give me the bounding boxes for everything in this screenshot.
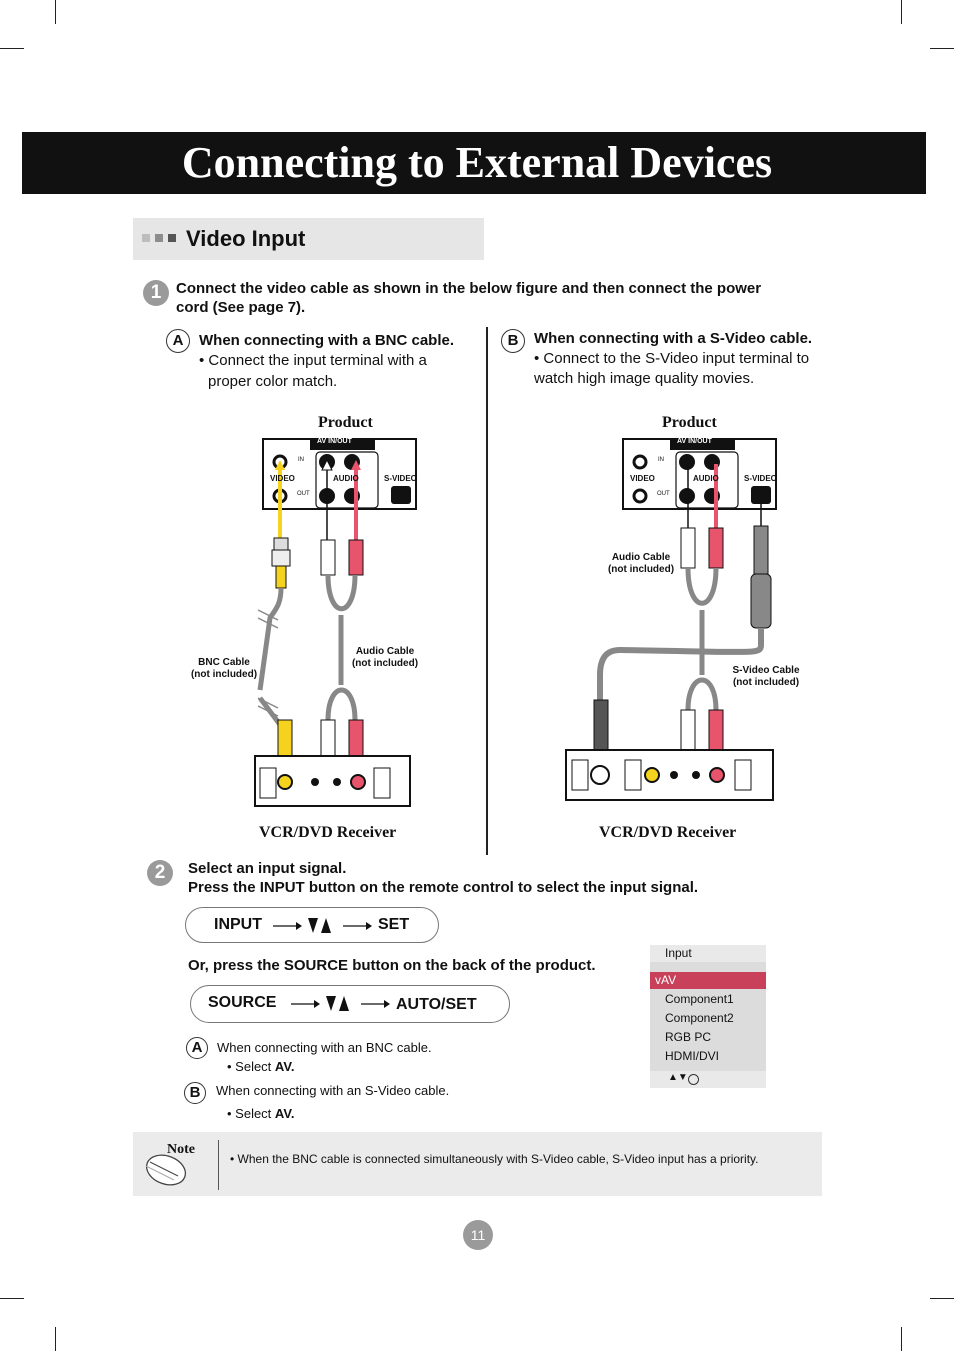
crop-mark [930, 1298, 954, 1299]
nav-arrows-icon: ▲▼ [668, 1072, 688, 1083]
receiver-label-b: VCR/DVD Receiver [599, 824, 737, 841]
option-b-heading: When connecting with a S-Video cable. [534, 330, 813, 347]
s-video-jack [391, 486, 411, 504]
bnc-connection-diagram [254, 438, 417, 807]
video-label-b: VIDEO [630, 474, 655, 483]
menu-item[interactable]: Component1 [665, 992, 734, 1006]
step-number-1: 1 [143, 280, 169, 306]
svideo-cable-line1: S-Video Cable [732, 665, 800, 676]
audio-cable-line1: Audio Cable [611, 552, 671, 563]
audio-cable-line2: (not included) [607, 564, 675, 575]
step2-option-b-select: • Select AV. [227, 1106, 294, 1121]
audio-cable-line2: (not included) [351, 658, 419, 669]
input-key-label: INPUT [214, 916, 262, 933]
input-arrows-icon [273, 918, 372, 933]
source-instruction: Or, press the SOURCE button on the back … [188, 957, 596, 974]
video-label-a: VIDEO [270, 474, 295, 483]
bnc-cable-line2: (not included) [190, 669, 258, 680]
product-label-b: Product [662, 414, 717, 431]
note-label: Note [167, 1142, 195, 1157]
step2-line2: Press the INPUT button on the remote con… [188, 879, 699, 896]
step2-option-a-select: • Select AV. [227, 1059, 294, 1074]
autoset-key-label: AUTO/SET [396, 996, 477, 1013]
svideo-label-a: S-VIDEO [384, 474, 417, 483]
menu-item[interactable]: HDMI/DVI [665, 1049, 719, 1063]
select-button-icon [688, 1074, 699, 1085]
square-bullet-icon [168, 234, 176, 242]
step1-line1: Connect the video cable as shown in the … [176, 280, 762, 297]
title-bar [22, 132, 926, 194]
crop-mark [0, 48, 24, 49]
square-bullet-icon [155, 234, 163, 242]
page-number: 11 [463, 1220, 493, 1250]
source-arrows-icon [291, 996, 390, 1011]
panel-header-a: AV IN/OUT [317, 438, 352, 445]
audio-cable-line1: Audio Cable [355, 646, 415, 657]
bnc-cable-label: BNC Cable (not included) [186, 657, 262, 681]
svideo-connection-diagram [565, 438, 777, 801]
menu-title: Input [650, 945, 766, 962]
menu-footer: ▲▼ [650, 1071, 766, 1088]
svideo-cable-label: S-Video Cable (not included) [724, 665, 808, 689]
receiver-label-a: VCR/DVD Receiver [259, 824, 397, 841]
step2-option-a-badge: A [186, 1037, 208, 1059]
mouse-icon [145, 1154, 187, 1186]
square-bullet-icon [142, 234, 150, 242]
section-header-bar [133, 218, 484, 260]
audio-label-a: AUDIO [333, 474, 359, 483]
note-text: • When the BNC cable is connected simult… [230, 1152, 759, 1166]
panel-header-b: AV IN/OUT [677, 438, 712, 445]
set-key-label: SET [378, 916, 410, 933]
input-osd-menu: Input vAV Component1 Component2 RGB PC H… [650, 945, 766, 1088]
chevron-down-icon: v [655, 973, 661, 987]
crop-mark [55, 0, 56, 24]
option-a-badge: A [166, 329, 190, 353]
crop-mark [901, 1327, 902, 1351]
in-label-a: IN [298, 457, 304, 463]
column-divider [486, 327, 488, 855]
select-prefix: • Select [227, 1106, 272, 1121]
audio-label-b: AUDIO [693, 474, 719, 483]
step2-line1: Select an input signal. [188, 860, 347, 877]
bnc-cable-line1: BNC Cable [198, 657, 250, 668]
section-title: Video Input [186, 226, 306, 251]
source-sequence-pill [190, 985, 510, 1023]
option-b-line1: • Connect to the S-Video input terminal … [534, 350, 810, 367]
step2-option-b-text: When connecting with an S-Video cable. [216, 1083, 450, 1098]
option-b-badge: B [501, 329, 525, 353]
out-label-b: OUT [657, 491, 670, 497]
select-value: AV. [274, 1059, 295, 1074]
note-divider [218, 1140, 219, 1190]
crop-mark [930, 48, 954, 49]
crop-mark [0, 1298, 24, 1299]
menu-item-label: AV [661, 973, 677, 987]
option-a-heading: When connecting with a BNC cable. [199, 332, 455, 349]
svideo-label-b: S-VIDEO [744, 474, 777, 483]
select-value: AV. [274, 1106, 295, 1121]
select-prefix: • Select [227, 1059, 272, 1074]
note-box [133, 1132, 822, 1196]
source-key-label: SOURCE [208, 994, 277, 1011]
step2-option-b-badge: B [184, 1082, 206, 1104]
crop-mark [901, 0, 902, 24]
menu-item-selected[interactable]: vAV [650, 972, 766, 989]
option-a-line1: • Connect the input terminal with a [199, 352, 427, 369]
option-b-line2: watch high image quality movies. [534, 370, 755, 387]
menu-item[interactable]: Component2 [665, 1011, 734, 1025]
page-title: Connecting to External Devices [181, 138, 773, 187]
audio-cable-label-a: Audio Cable (not included) [345, 646, 425, 670]
menu-item[interactable]: RGB PC [665, 1030, 712, 1044]
option-a-line2: proper color match. [208, 373, 338, 390]
audio-cable-label-b: Audio Cable (not included) [600, 552, 682, 576]
step-number-2: 2 [147, 860, 173, 886]
out-label-a: OUT [297, 491, 310, 497]
svideo-cable-line2: (not included) [732, 677, 800, 688]
in-label-b: IN [658, 457, 664, 463]
product-label-a: Product [318, 414, 373, 431]
crop-mark [55, 1327, 56, 1351]
step1-line2: cord (See page 7). [176, 299, 306, 316]
step2-option-a-text: When connecting with an BNC cable. [217, 1040, 432, 1055]
receiver-video-out-jack [277, 774, 293, 790]
